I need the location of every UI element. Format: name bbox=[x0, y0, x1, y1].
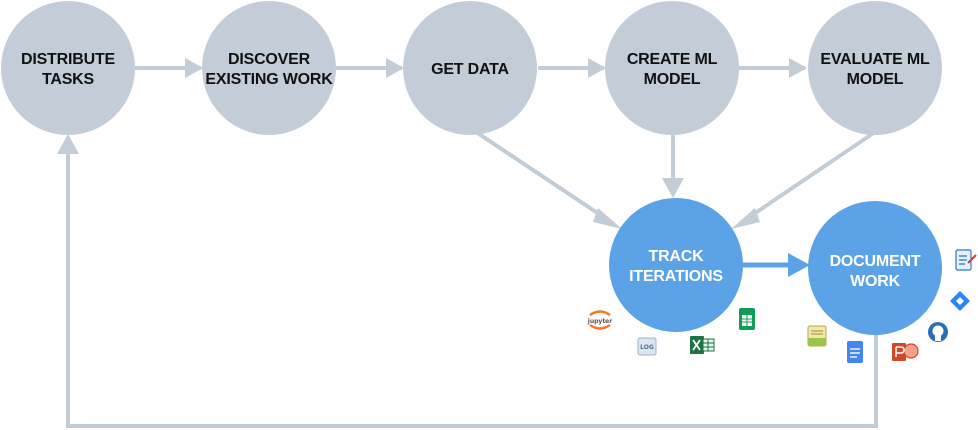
node-evaluate-ml-model: EVALUATE ML MODEL bbox=[808, 1, 942, 135]
node-document-line1: DOCUMENT bbox=[830, 253, 921, 270]
arrowhead-1 bbox=[185, 58, 203, 78]
log-file-icon: LOG bbox=[637, 337, 657, 356]
node-track-line2: ITERATIONS bbox=[629, 268, 723, 285]
google-sheets-icon bbox=[739, 308, 755, 330]
powerpoint-icon bbox=[892, 343, 919, 361]
jira-icon bbox=[950, 291, 970, 311]
arrowhead-3 bbox=[588, 58, 606, 78]
node-get-data: GET DATA bbox=[403, 1, 537, 135]
arrow-evaluate-to-track bbox=[743, 128, 880, 222]
node-evaluate-line1: EVALUATE ML bbox=[820, 51, 930, 68]
node-distribute-line1: DISTRIBUTE bbox=[21, 51, 116, 68]
arrowhead-8 bbox=[788, 253, 810, 277]
node-track-line1: TRACK bbox=[649, 248, 705, 265]
report-icon bbox=[955, 249, 977, 271]
github-icon bbox=[928, 322, 948, 342]
log-file-icon-text: LOG bbox=[640, 344, 654, 351]
node-create-line2: MODEL bbox=[644, 71, 701, 88]
node-getdata-line1: GET DATA bbox=[431, 61, 509, 78]
node-distribute-line2: TASKS bbox=[42, 71, 95, 88]
google-docs-icon bbox=[847, 341, 863, 363]
node-distribute-tasks: DISTRIBUTE TASKS bbox=[1, 1, 135, 135]
node-discover-line1: DISCOVER bbox=[228, 51, 311, 68]
node-document-line2: WORK bbox=[850, 273, 901, 290]
jupyter-icon: jupyter bbox=[587, 310, 612, 330]
node-track-iterations: TRACK ITERATIONS bbox=[609, 198, 743, 332]
arrowhead-2 bbox=[386, 58, 404, 78]
node-document-work: DOCUMENT WORK bbox=[808, 201, 942, 335]
excel-icon bbox=[690, 336, 715, 354]
node-discover-line2: EXISTING WORK bbox=[205, 71, 333, 88]
arrow-getdata-to-track bbox=[471, 128, 610, 222]
arrowhead-5 bbox=[593, 208, 622, 229]
notes-icon bbox=[807, 325, 827, 347]
arrowhead-6 bbox=[662, 178, 684, 198]
node-create-line1: CREATE ML bbox=[627, 51, 718, 68]
node-discover-existing-work: DISCOVER EXISTING WORK bbox=[202, 1, 336, 135]
arrowhead-4 bbox=[789, 58, 807, 78]
arrowhead-7 bbox=[731, 208, 760, 229]
node-create-ml-model: CREATE ML MODEL bbox=[605, 1, 739, 135]
arrowhead-9 bbox=[57, 134, 79, 154]
jupyter-icon-text: jupyter bbox=[587, 318, 612, 325]
loop-back-connector bbox=[66, 152, 878, 428]
node-evaluate-line2: MODEL bbox=[847, 71, 904, 88]
